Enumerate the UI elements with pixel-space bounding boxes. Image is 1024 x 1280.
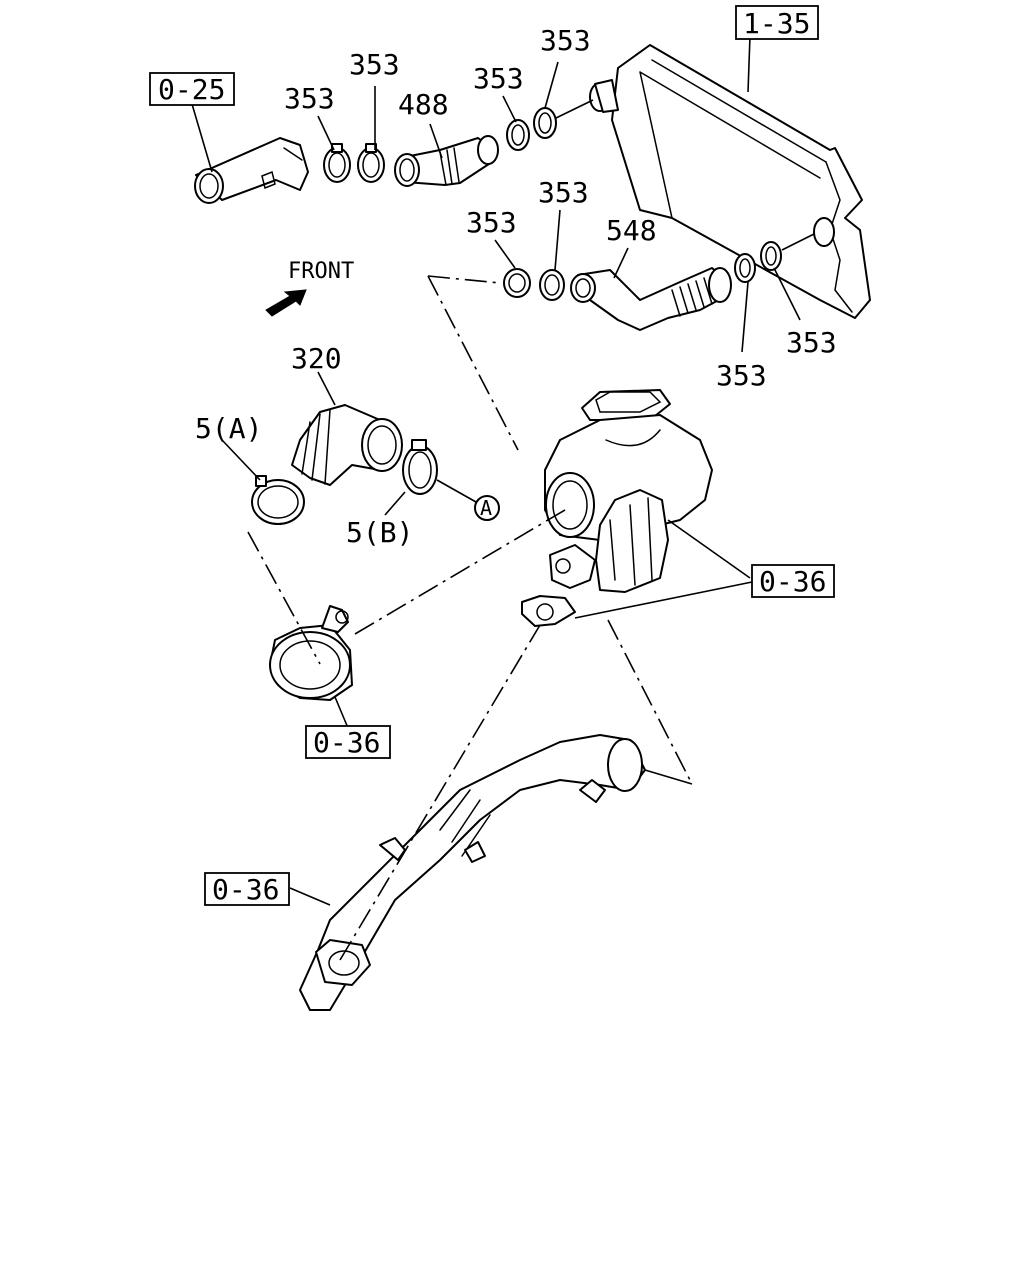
gasket [521,595,576,627]
clamp-353-8 [760,241,782,271]
label-5a: 5(A) [195,412,262,445]
front-label: FRONT [288,259,354,284]
label-353-b: 353 [349,48,400,81]
ref-box-0-36-right: 0-36 [751,564,835,598]
ref-box-0-36-bottom: 0-36 [204,872,290,906]
label-488: 488 [398,88,449,121]
clamp-353-6 [539,269,565,301]
clamp-353-2 [357,143,385,183]
label-353-e: 353 [466,206,517,239]
label-353-h: 353 [786,326,837,359]
clamp-353-1 [323,143,351,183]
clamp-353-7 [734,253,756,283]
ref-box-0-36-mid: 0-36 [305,725,391,759]
label-548: 548 [606,214,657,247]
circle-ref-a-label: A [480,496,492,520]
svg-text:0-25: 0-25 [158,73,225,106]
label-320: 320 [291,342,342,375]
label-5b: 5(B) [346,516,413,549]
svg-text:0-36: 0-36 [759,565,826,598]
hose-320 [291,404,403,486]
elbow [269,605,353,701]
intercooler [589,44,871,319]
svg-text:1-35: 1-35 [743,7,810,40]
clamp-353-5 [503,268,531,298]
svg-text:0-36: 0-36 [313,726,380,759]
ref-box-0-25: 0-25 [149,72,235,106]
clamp-5a [251,475,305,525]
clamp-353-4 [533,107,557,139]
circle-ref-a [474,495,500,521]
upper-pipe [194,137,309,204]
front-arrow-icon [265,289,307,317]
label-353-c: 353 [473,62,524,95]
hose-488 [394,135,499,187]
clamp-5b [402,439,438,495]
label-353-d: 353 [540,24,591,57]
svg-text:0-36: 0-36 [212,873,279,906]
label-353-f: 353 [538,176,589,209]
front-indicator: FRONT [265,259,354,317]
hose-548 [570,267,732,331]
turbocharger [544,389,713,593]
clamp-353-3 [506,119,530,151]
exhaust-pipe [299,734,646,1011]
label-353-a: 353 [284,82,335,115]
ref-box-1-35: 1-35 [735,5,819,40]
label-353-g: 353 [716,359,767,392]
